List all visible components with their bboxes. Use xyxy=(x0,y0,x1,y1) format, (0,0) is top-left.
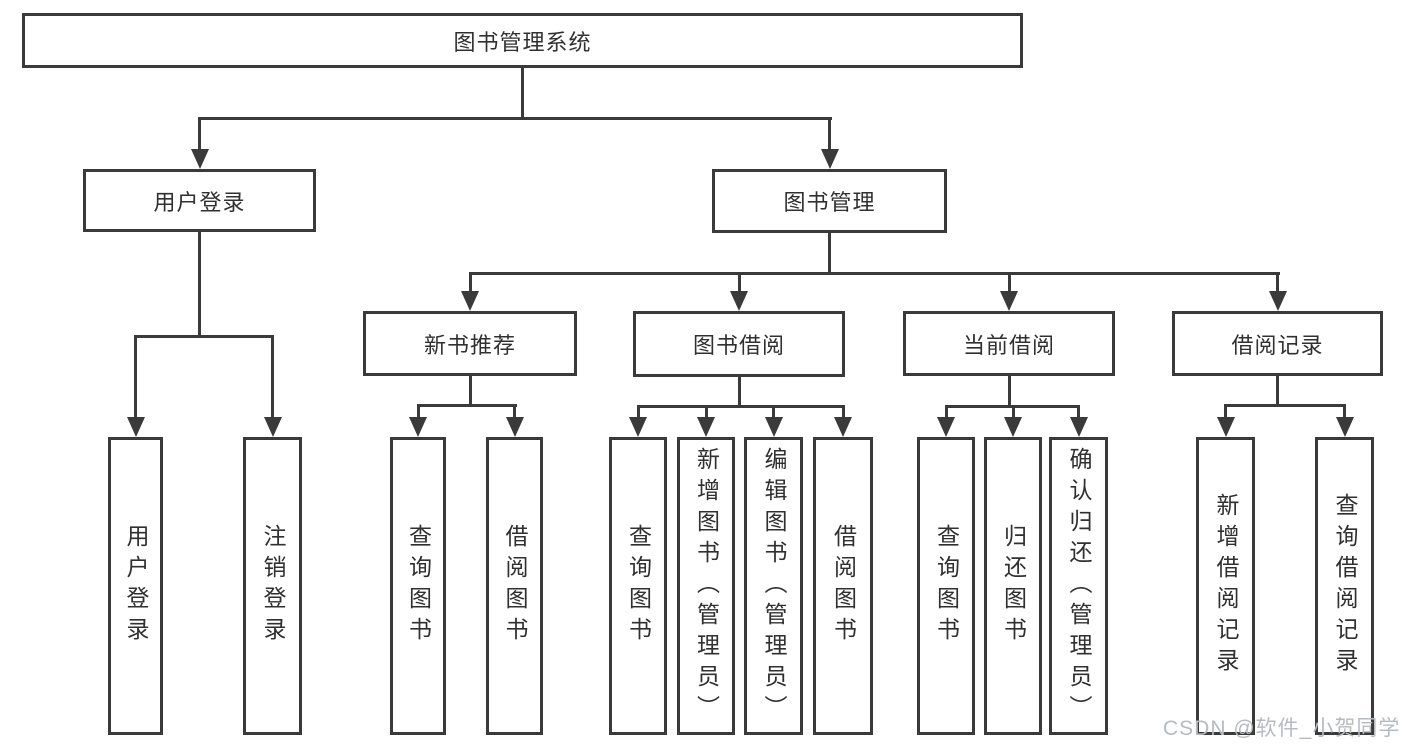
arrow-to-add-borrow-record xyxy=(1216,417,1235,437)
node-current-borrow: 当前借阅 xyxy=(903,311,1115,376)
connector-stem-current-borrow xyxy=(1007,272,1011,296)
connector-stem-query-books-3 xyxy=(944,405,948,422)
leaf-query-books-3-label: 查询图书 xyxy=(933,524,960,648)
leaf-borrow-books-1: 借阅图书 xyxy=(486,437,543,735)
connector-book-mgmt-drop xyxy=(828,233,831,275)
connector-stem-new-book-rec xyxy=(468,272,472,296)
node-root-label: 图书管理系统 xyxy=(453,29,592,55)
connector-stem-query-books-2 xyxy=(636,405,640,422)
leaf-query-books-1-label: 查询图书 xyxy=(405,524,432,648)
arrow-to-add-book xyxy=(697,417,715,437)
leaf-add-borrow-record-label: 新增借阅记录 xyxy=(1213,493,1239,679)
leaf-query-borrow-record-label: 查询借阅记录 xyxy=(1332,493,1358,679)
leaf-query-books-1: 查询图书 xyxy=(390,437,446,735)
node-user-login: 用户登录 xyxy=(83,169,316,232)
leaf-user-login-label: 用户登录 xyxy=(123,524,149,648)
leaf-return-book: 归还图书 xyxy=(984,437,1042,735)
connector-root-bus xyxy=(197,117,832,120)
connector-book-borrow-bus xyxy=(636,405,845,408)
arrow-to-edit-book xyxy=(764,417,783,437)
leaf-return-book-label: 归还图书 xyxy=(1000,524,1027,648)
connector-stem-borrow-records xyxy=(1276,272,1279,296)
leaf-edit-book-admin-label: 编辑图书（管理员） xyxy=(761,446,787,726)
leaf-add-book-admin: 新增图书（管理员） xyxy=(677,437,735,735)
leaf-query-books-2-label: 查询图书 xyxy=(625,524,652,648)
node-new-book-rec-label: 新书推荐 xyxy=(423,332,516,358)
connector-book-mgmt-bus xyxy=(468,272,1280,275)
arrow-to-book-borrow xyxy=(730,291,748,311)
node-new-book-rec: 新书推荐 xyxy=(363,311,577,376)
connector-stem-edit-book xyxy=(772,405,775,422)
arrow-to-user-login xyxy=(190,149,209,169)
connector-stem-user-login xyxy=(198,117,201,152)
arrow-to-query-books-3 xyxy=(937,417,955,437)
connector-current-borrow-drop xyxy=(1007,376,1011,408)
connector-user-login-drop xyxy=(198,232,201,338)
connector-stem-borrow-books-2 xyxy=(841,405,845,422)
leaf-edit-book-admin: 编辑图书（管理员） xyxy=(744,437,803,735)
connector-stem-add-book xyxy=(704,405,708,422)
arrow-to-query-borrow-record xyxy=(1335,417,1354,437)
watermark: CSDN @软件_小贺同学 xyxy=(1163,717,1401,740)
node-book-borrow-label: 图书借阅 xyxy=(692,333,785,358)
connector-stem-book-borrow xyxy=(737,272,741,296)
node-book-borrow: 图书借阅 xyxy=(633,311,845,377)
connector-stem-leaf-logout xyxy=(271,335,274,422)
leaf-query-books-3: 查询图书 xyxy=(917,437,975,735)
arrow-to-borrow-books-1 xyxy=(505,417,524,437)
leaf-borrow-books-2: 借阅图书 xyxy=(813,437,873,735)
arrow-to-leaf-logout xyxy=(263,417,282,437)
node-root: 图书管理系统 xyxy=(22,13,1023,68)
connector-user-login-bus xyxy=(134,335,274,338)
node-book-mgmt: 图书管理 xyxy=(712,169,947,233)
leaf-logout: 注销登录 xyxy=(243,437,302,735)
leaf-borrow-books-2-label: 借阅图书 xyxy=(830,524,857,648)
arrow-to-confirm-return xyxy=(1069,417,1088,437)
leaf-query-borrow-record: 查询借阅记录 xyxy=(1315,437,1374,735)
connector-borrow-records-drop xyxy=(1276,376,1279,407)
leaf-borrow-books-1-label: 借阅图书 xyxy=(502,524,528,648)
connector-new-book-rec-drop xyxy=(468,376,472,407)
node-current-borrow-label: 当前借阅 xyxy=(962,332,1055,358)
connector-stem-query-books-1 xyxy=(416,404,420,422)
arrow-to-query-books-1 xyxy=(409,417,427,437)
leaf-confirm-return-admin-label: 确认归还（管理员） xyxy=(1066,446,1092,726)
connector-book-borrow-drop xyxy=(737,377,741,408)
connector-root-drop xyxy=(520,68,524,120)
arrow-to-return-book xyxy=(1004,417,1022,437)
arrow-to-query-books-2 xyxy=(629,417,647,437)
leaf-user-login: 用户登录 xyxy=(108,437,163,735)
leaf-query-books-2: 查询图书 xyxy=(609,437,667,735)
arrow-to-book-mgmt xyxy=(820,149,839,169)
leaf-confirm-return-admin: 确认归还（管理员） xyxy=(1049,437,1108,735)
connector-stem-return-book xyxy=(1011,405,1015,422)
connector-stem-borrow-books-1 xyxy=(513,404,516,422)
arrow-to-current-borrow xyxy=(1000,291,1018,311)
connector-stem-confirm-return xyxy=(1077,405,1080,422)
connector-stem-book-mgmt xyxy=(828,117,831,152)
connector-stem-leaf-user-login xyxy=(134,335,137,422)
node-user-login-label: 用户登录 xyxy=(153,189,246,215)
leaf-logout-label: 注销登录 xyxy=(260,524,286,648)
connector-stem-add-borrow-record xyxy=(1224,404,1227,422)
connector-new-book-rec-bus xyxy=(416,404,517,407)
node-borrow-records: 借阅记录 xyxy=(1172,311,1383,376)
connector-borrow-records-bus xyxy=(1224,404,1346,407)
connector-stem-query-borrow-record xyxy=(1343,404,1346,422)
node-borrow-records-label: 借阅记录 xyxy=(1231,332,1324,358)
arrow-to-new-book-rec xyxy=(461,291,479,311)
leaf-add-borrow-record: 新增借阅记录 xyxy=(1196,437,1255,735)
arrow-to-borrow-books-2 xyxy=(834,417,852,437)
node-book-mgmt-label: 图书管理 xyxy=(783,190,876,215)
arrow-to-leaf-user-login xyxy=(126,417,145,437)
leaf-add-book-admin-label: 新增图书（管理员） xyxy=(693,446,720,726)
arrow-to-borrow-records xyxy=(1268,291,1287,311)
